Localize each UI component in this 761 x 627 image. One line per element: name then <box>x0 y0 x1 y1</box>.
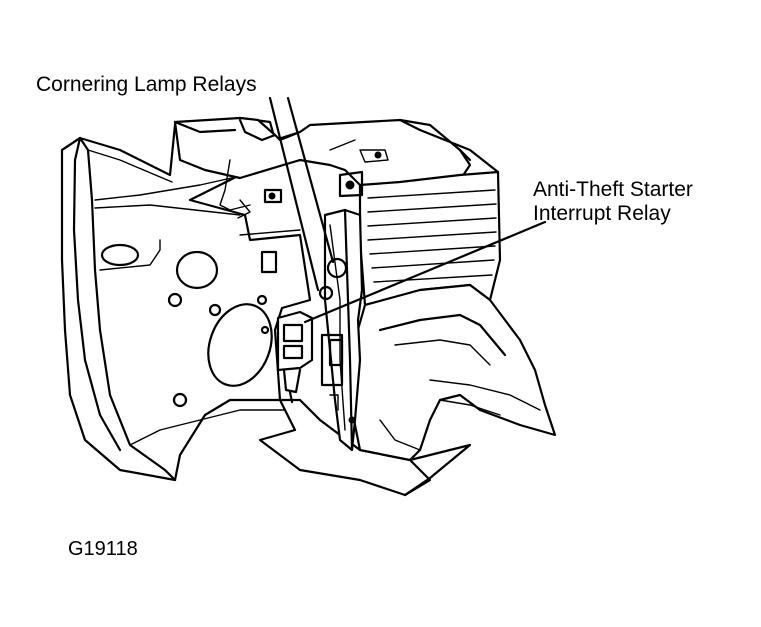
leader-lines <box>268 96 547 324</box>
cornering-leader-line-1 <box>268 96 320 292</box>
anti-theft-relay-label: Anti-Theft Starter Interrupt Relay <box>533 178 693 226</box>
figure-id: G19118 <box>68 538 138 560</box>
anti-theft-leader-line <box>303 220 547 324</box>
relay-bracket-column <box>318 170 364 452</box>
cornering-lamp-relays-label: Cornering Lamp Relays <box>36 73 257 96</box>
anti-theft-label-line2: Interrupt Relay <box>533 202 671 225</box>
anti-theft-relay <box>276 310 314 404</box>
cornering-leader-line-2 <box>286 96 335 264</box>
wheelhouse <box>348 283 557 497</box>
cowl-shelf <box>173 116 472 219</box>
anti-theft-label-line1: Anti-Theft Starter <box>533 178 693 201</box>
fender-apron-panel <box>60 116 472 497</box>
